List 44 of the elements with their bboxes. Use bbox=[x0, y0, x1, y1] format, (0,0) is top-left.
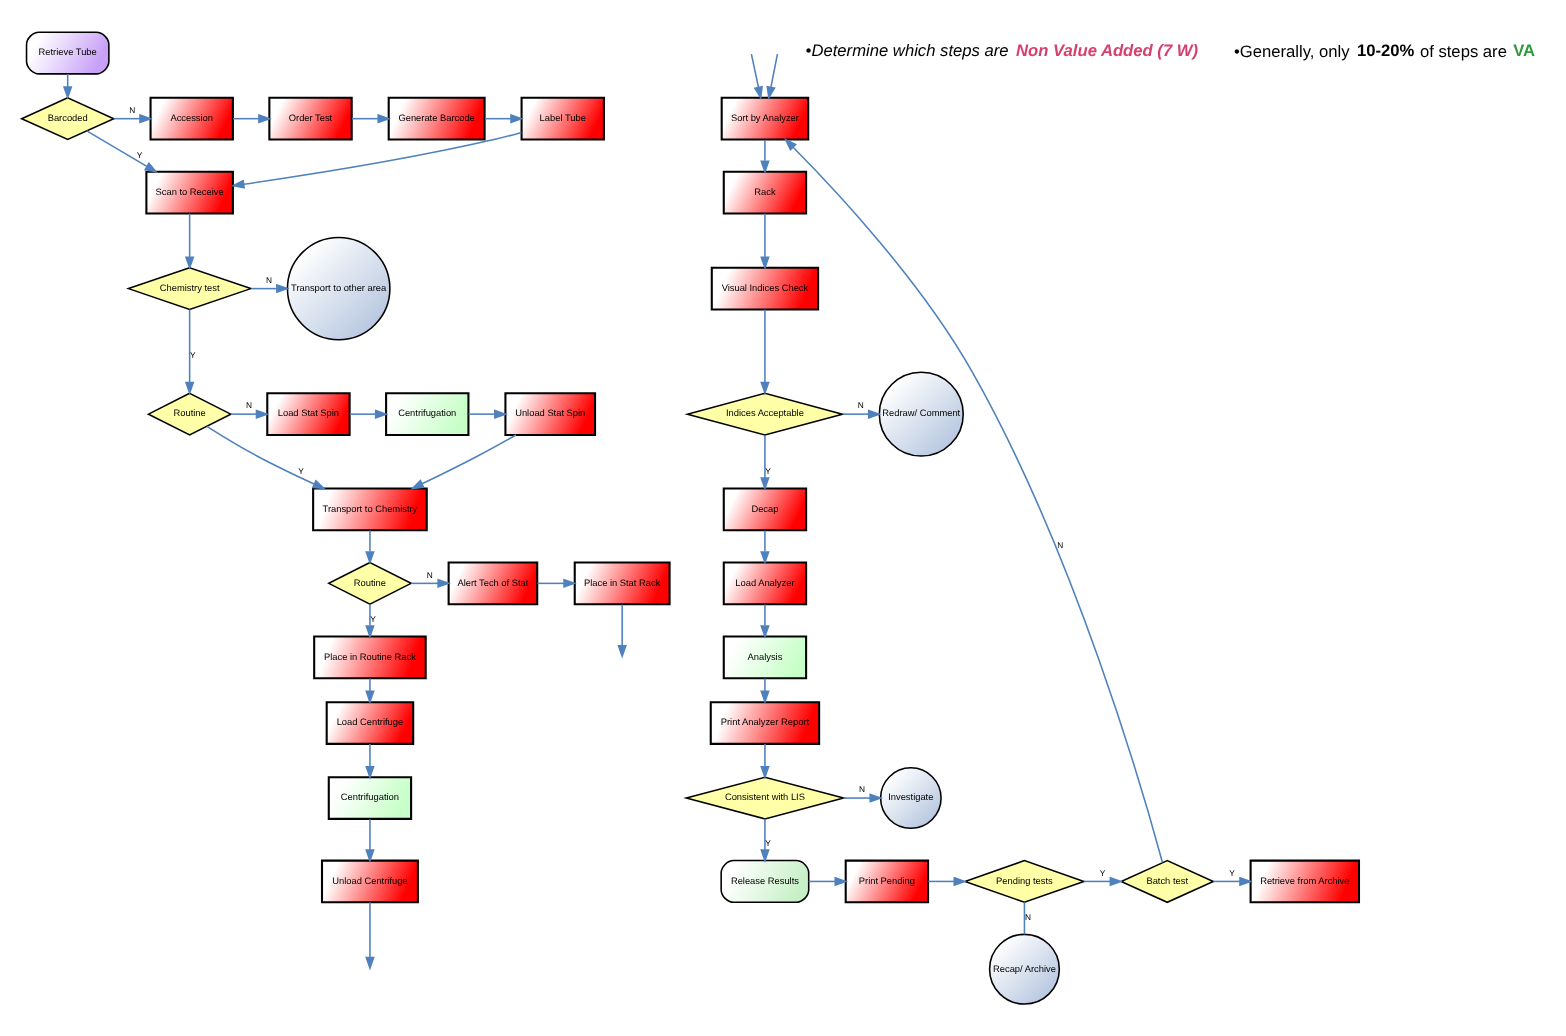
arrow bbox=[760, 138, 770, 175]
arrow bbox=[484, 113, 524, 124]
arrow bbox=[927, 876, 968, 887]
arrow bbox=[784, 138, 1164, 864]
arrow bbox=[841, 409, 882, 419]
arrow bbox=[365, 901, 375, 971]
arrow bbox=[184, 212, 195, 271]
arrow bbox=[351, 113, 391, 124]
arrow bbox=[760, 529, 770, 565]
arrow bbox=[760, 603, 770, 639]
arrow bbox=[808, 876, 849, 887]
arrow bbox=[410, 434, 517, 490]
arrow bbox=[750, 53, 763, 100]
arrow bbox=[760, 212, 770, 271]
arrow bbox=[230, 131, 523, 189]
arrow bbox=[365, 677, 375, 705]
arrow bbox=[467, 409, 508, 419]
connector bbox=[1023, 901, 1026, 936]
arrow bbox=[760, 818, 770, 863]
arrow bbox=[842, 793, 883, 803]
arrow bbox=[184, 308, 195, 396]
arrow bbox=[232, 113, 272, 124]
arrow bbox=[760, 308, 770, 396]
arrow bbox=[410, 578, 451, 589]
arrow bbox=[617, 603, 627, 659]
label: •Determine which steps are Non Value Added (7 W) bbox=[805, 39, 1199, 60]
arrow bbox=[760, 677, 770, 705]
arrow bbox=[766, 53, 779, 100]
arrow bbox=[230, 409, 270, 419]
arrow bbox=[348, 409, 389, 419]
arrow bbox=[536, 578, 577, 589]
arrow bbox=[206, 425, 327, 490]
arrow bbox=[760, 743, 770, 780]
arrow bbox=[250, 283, 290, 294]
arrow bbox=[85, 130, 159, 173]
arrow bbox=[1083, 876, 1124, 887]
arrow bbox=[365, 818, 375, 863]
arrow bbox=[365, 529, 375, 565]
label: •Generally, only 10-20% of steps are VA bbox=[1233, 39, 1536, 61]
arrow bbox=[113, 113, 153, 124]
arrow bbox=[760, 434, 770, 491]
arrow bbox=[365, 603, 375, 639]
arrow bbox=[1212, 876, 1253, 887]
arrow bbox=[365, 743, 375, 780]
